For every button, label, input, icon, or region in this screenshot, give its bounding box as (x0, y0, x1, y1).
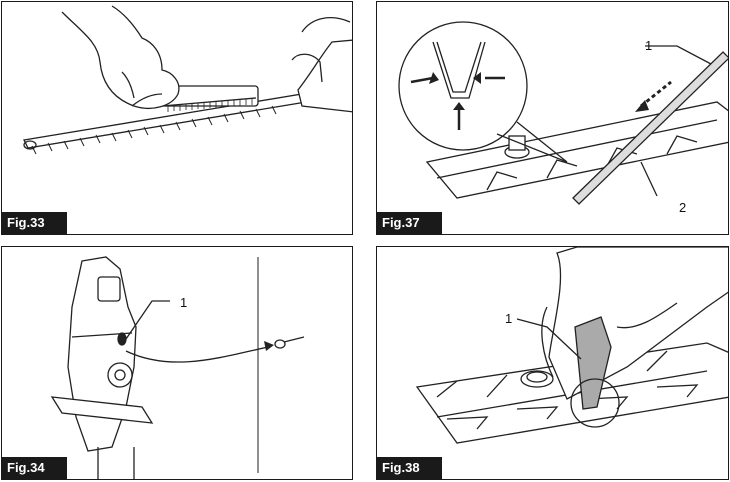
file-sharpening-illustration (398, 21, 728, 205)
figure-label: Fig.38 (377, 457, 442, 479)
blade-edge-illustration (415, 247, 728, 444)
callout-label-1: 1 (505, 311, 513, 326)
callout-label-1: 1 (645, 38, 653, 53)
figure-panel-fig33: Fig.33 (1, 1, 353, 235)
screw-removal-illustration (50, 256, 305, 479)
figure-panel-fig37: 1 2 Fig.37 (376, 1, 729, 235)
figure-panel-fig34: 1 Fig.34 (1, 246, 353, 480)
figure-label: Fig.33 (2, 212, 67, 234)
brush-cleaning-illustration (23, 5, 352, 155)
figure-panel-fig38: 1 Fig.38 (376, 246, 729, 480)
figure-label: Fig.34 (2, 457, 67, 479)
callout-label-1: 1 (180, 295, 188, 310)
callout-label-2: 2 (679, 200, 687, 215)
figure-label: Fig.37 (377, 212, 442, 234)
